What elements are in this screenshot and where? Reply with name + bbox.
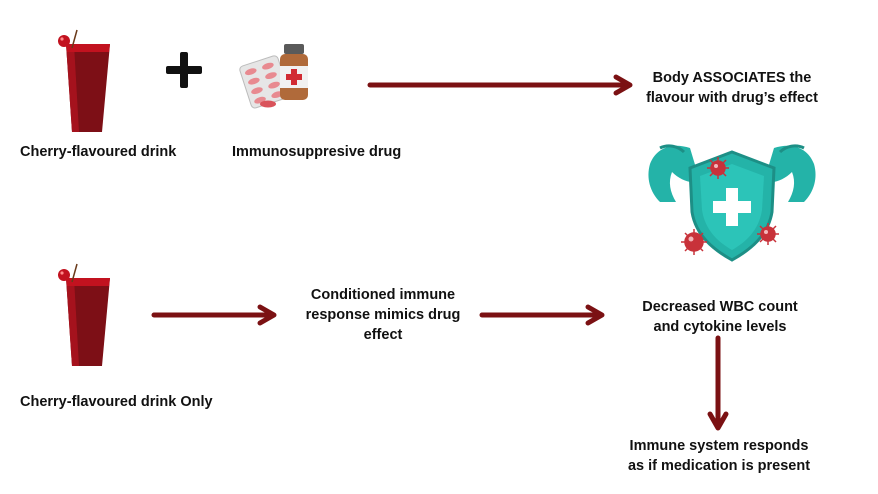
arrow-down-to-response [707, 335, 729, 431]
decreased-line-2: and cytokine levels [653, 319, 787, 335]
associates-line-2: flavour with drug’s effect [646, 90, 818, 106]
arrow-to-conditioned [151, 304, 277, 326]
plus-icon [166, 52, 202, 88]
pills-and-bottle-icon [239, 44, 308, 109]
conditioned-line-2: response mimics drug [305, 307, 461, 323]
responds-line-2: as if medication is present [627, 458, 811, 474]
arrow-to-association [367, 74, 633, 96]
arrow-to-decreased [479, 304, 605, 326]
cherry-drink-icon [58, 29, 110, 132]
conditioned-line-3: effect [363, 327, 403, 343]
drug-label: Immunosuppresive drug [232, 144, 402, 160]
conditioned-line-1: Conditioned immune [310, 287, 456, 303]
associates-line-1: Body ASSOCIATES the [652, 70, 812, 86]
immune-shield-icon [648, 144, 816, 262]
cherry-drink-label: Cherry-flavoured drink [20, 144, 177, 160]
cherry-drink-only-icon [58, 263, 110, 366]
decreased-line-1: Decreased WBC count [642, 299, 798, 315]
cherry-drink-only-label: Cherry-flavoured drink Only [20, 394, 213, 410]
responds-line-1: Immune system responds [629, 438, 809, 454]
